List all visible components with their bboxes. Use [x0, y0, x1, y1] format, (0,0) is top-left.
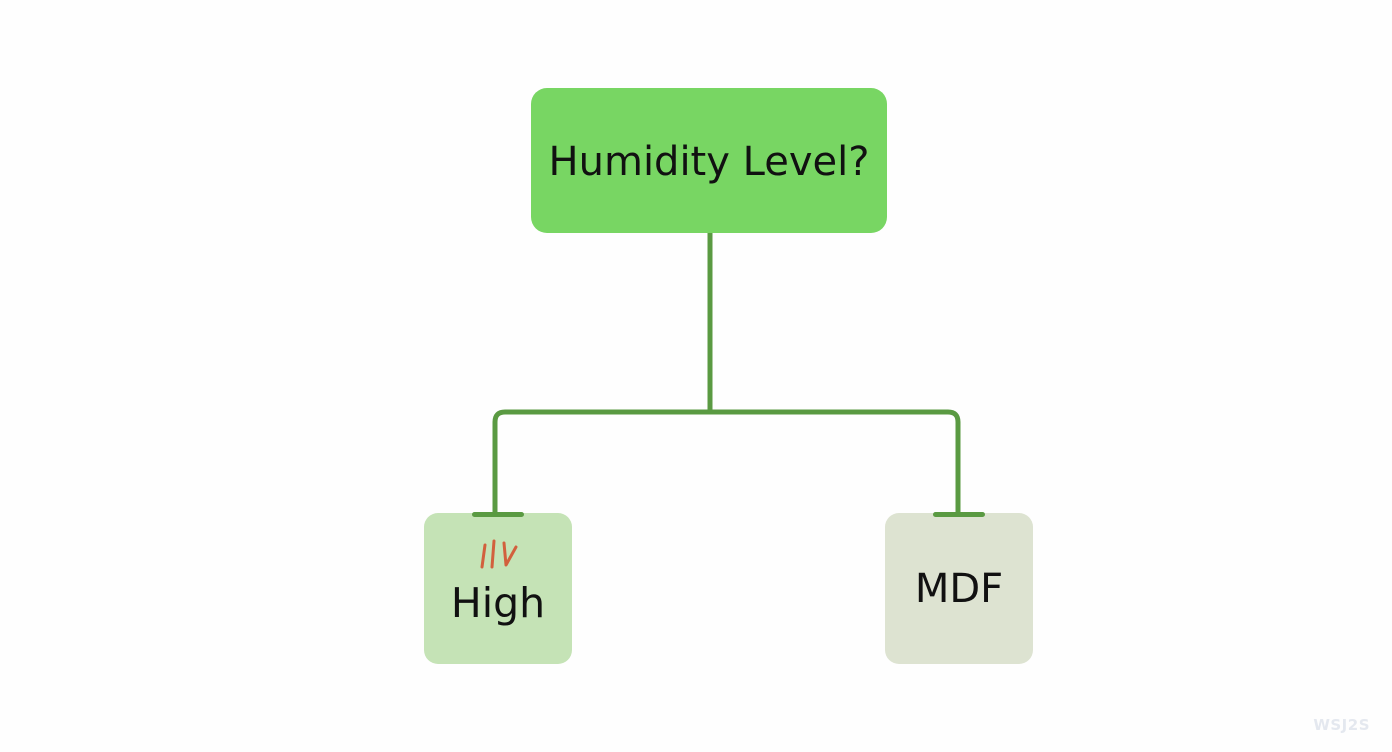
child-node-mdf-tab — [933, 512, 985, 517]
child-node-high — [424, 513, 572, 664]
connector-right-branch — [707, 409, 961, 517]
root-node-label: Humidity Level? — [548, 138, 870, 185]
child-node-high-tab — [472, 512, 524, 517]
child-node-high-label: High — [450, 579, 546, 627]
child-node-mdf: MDF — [885, 513, 1033, 664]
root-node: Humidity Level? — [531, 88, 887, 233]
connector-left-branch — [492, 409, 713, 517]
child-node-mdf-label: MDF — [914, 565, 1004, 612]
moisture-icon — [480, 539, 518, 569]
watermark: WSJ2S — [1313, 716, 1370, 734]
